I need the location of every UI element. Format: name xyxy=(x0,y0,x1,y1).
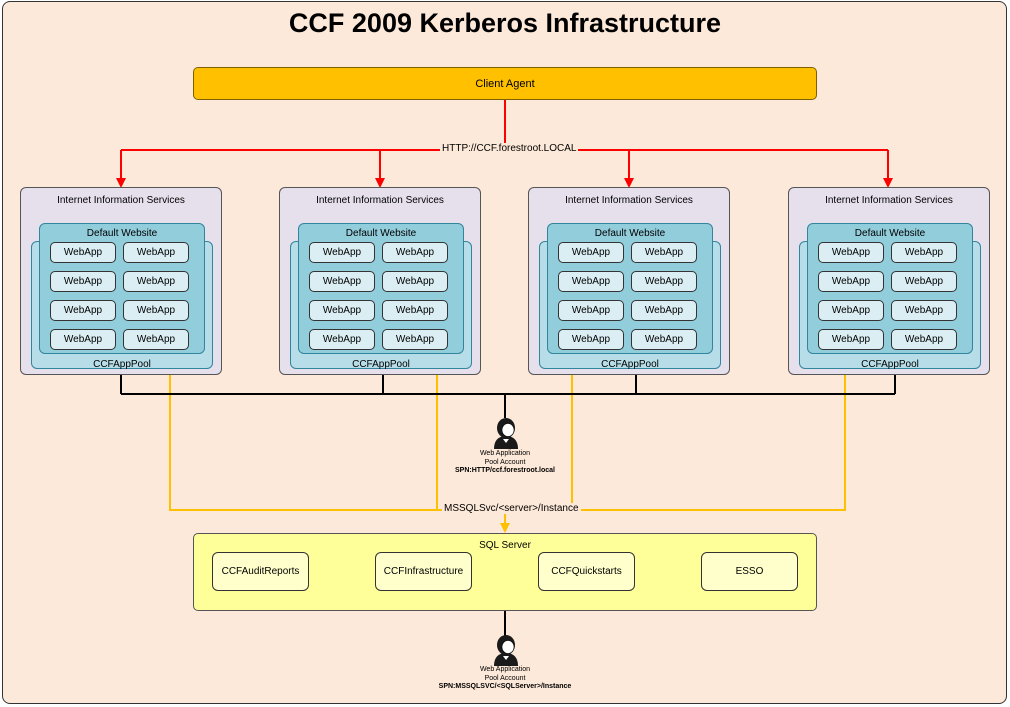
webapp-box: WebApp xyxy=(50,271,116,292)
database-ccfinfrastructure: CCFInfrastructure xyxy=(375,552,472,591)
webapp-box: WebApp xyxy=(382,271,448,292)
webapp-box: WebApp xyxy=(123,271,189,292)
webapp-box: WebApp xyxy=(818,242,884,263)
webapp-box: WebApp xyxy=(631,329,697,350)
website-title: Default Website xyxy=(854,228,926,239)
sql-pool-account-spn: SPN:MSSQLSVC/<SQLServer>/Instance xyxy=(438,683,572,690)
webapp-box: WebApp xyxy=(50,300,116,321)
sql-pool-account-line1: Web Application xyxy=(479,666,531,673)
webapp-box: WebApp xyxy=(309,329,375,350)
iis-title: Internet Information Services xyxy=(57,195,185,206)
diagram-title: CCF 2009 Kerberos Infrastructure xyxy=(288,8,722,38)
webapp-box: WebApp xyxy=(309,242,375,263)
web-pool-account-spn: SPN:HTTP/ccf.forestroot.local xyxy=(455,467,555,474)
database-esso: ESSO xyxy=(701,552,798,591)
iis-title: Internet Information Services xyxy=(316,195,444,206)
webapp-box: WebApp xyxy=(891,300,957,321)
webapp-box: WebApp xyxy=(818,300,884,321)
sql-line-1 xyxy=(169,375,505,511)
webapp-box: WebApp xyxy=(382,329,448,350)
webapp-box: WebApp xyxy=(382,300,448,321)
webapp-box: WebApp xyxy=(558,271,624,292)
webapp-box: WebApp xyxy=(123,329,189,350)
app-pool-label: CCFAppPool xyxy=(601,359,659,370)
webapp-box: WebApp xyxy=(309,271,375,292)
client-agent-label: Client Agent xyxy=(475,77,535,90)
user-icon xyxy=(494,418,518,449)
http-label: HTTP://CCF.forestroot.LOCAL xyxy=(440,143,579,154)
webapp-box: WebApp xyxy=(382,242,448,263)
database-ccfauditreports: CCFAuditReports xyxy=(212,552,309,591)
webapp-box: WebApp xyxy=(309,300,375,321)
app-pool-label: CCFAppPool xyxy=(861,359,919,370)
webapp-box: WebApp xyxy=(891,271,957,292)
webapp-box: WebApp xyxy=(891,242,957,263)
app-pool-label: CCFAppPool xyxy=(93,359,151,370)
web-pool-account-line2: Pool Account xyxy=(484,458,526,466)
webapp-box: WebApp xyxy=(818,329,884,350)
website-title: Default Website xyxy=(594,228,666,239)
webapp-box: WebApp xyxy=(631,242,697,263)
website-title: Default Website xyxy=(345,228,417,239)
client-agent: Client Agent xyxy=(193,67,817,100)
webapp-box: WebApp xyxy=(558,329,624,350)
iis-title: Internet Information Services xyxy=(825,195,953,206)
mssql-label: MSSQLSvc/<server>/Instance xyxy=(442,503,581,514)
web-pool-account: Web Application Pool Account SPN:HTTP/cc… xyxy=(435,450,575,476)
webapp-box: WebApp xyxy=(50,242,116,263)
app-pool-label: CCFAppPool xyxy=(352,359,410,370)
webapp-box: WebApp xyxy=(558,242,624,263)
sql-server-box: SQL Server CCFAuditReports CCFInfrastruc… xyxy=(193,533,817,611)
webapp-box: WebApp xyxy=(891,329,957,350)
website-title: Default Website xyxy=(86,228,158,239)
user-icon xyxy=(494,635,518,666)
sql-line-4 xyxy=(505,375,846,511)
webapp-box: WebApp xyxy=(123,242,189,263)
webapp-box: WebApp xyxy=(631,271,697,292)
webapp-box: WebApp xyxy=(558,300,624,321)
webapp-box: WebApp xyxy=(123,300,189,321)
webapp-box: WebApp xyxy=(631,300,697,321)
iis-title: Internet Information Services xyxy=(565,195,693,206)
sql-server-title: SQL Server xyxy=(479,540,531,551)
sql-pool-account: Web Application Pool Account SPN:MSSQLSV… xyxy=(435,666,575,692)
database-ccfquickstarts: CCFQuickstarts xyxy=(538,552,635,591)
sql-pool-account-line2: Pool Account xyxy=(484,674,526,682)
web-pool-account-line1: Web Application xyxy=(479,450,531,457)
webapp-box: WebApp xyxy=(818,271,884,292)
webapp-box: WebApp xyxy=(50,329,116,350)
